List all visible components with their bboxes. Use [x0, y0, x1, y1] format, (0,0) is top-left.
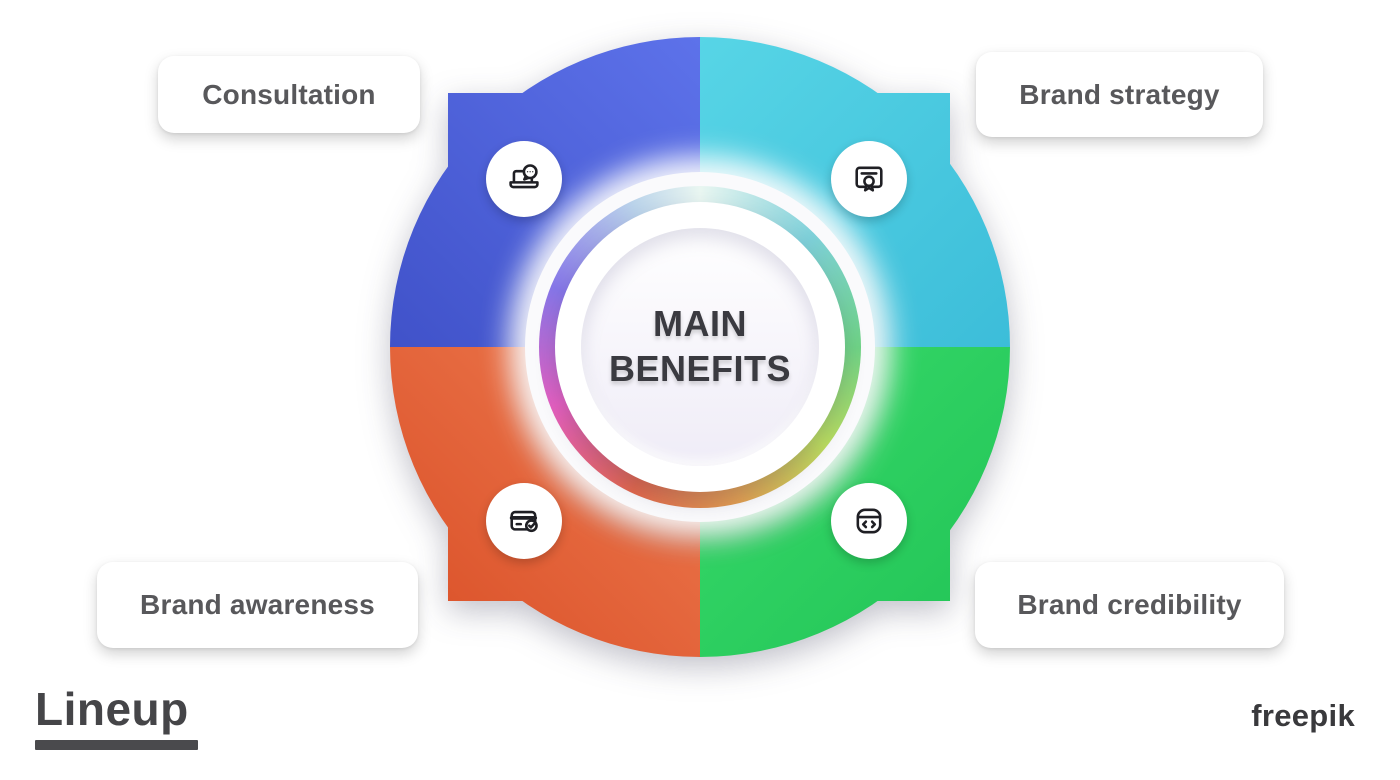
card-check-icon — [505, 502, 543, 540]
medallion-inner-circle: MAIN BENEFITS — [581, 228, 819, 466]
rainbow-ring: MAIN BENEFITS — [539, 186, 861, 508]
label-brand-strategy: Brand strategy — [1019, 78, 1220, 110]
brand-strategy-icon-badge — [831, 141, 907, 217]
medallion-white-ring: MAIN BENEFITS — [555, 202, 845, 492]
label-brand-credibility: Brand credibility — [1017, 589, 1242, 620]
brand-left-wordmark: Lineup — [35, 683, 189, 735]
label-card-brand-credibility: Brand credibility — [975, 562, 1284, 648]
center-title: MAIN BENEFITS — [609, 302, 791, 391]
center-title-line1: MAIN — [652, 303, 747, 345]
code-window-icon — [850, 502, 888, 540]
laptop-chat-icon — [505, 160, 543, 198]
center-medallion: MAIN BENEFITS — [525, 172, 875, 522]
consultation-icon-badge — [486, 141, 562, 217]
brand-credibility-icon-badge — [831, 483, 907, 559]
brand-logo-left: Lineup — [35, 686, 198, 750]
brand-awareness-icon-badge — [486, 483, 562, 559]
label-card-brand-awareness: Brand awareness — [97, 562, 418, 648]
center-title-line2: BENEFITS — [608, 348, 791, 389]
label-consultation: Consultation — [202, 78, 376, 110]
label-card-consultation: Consultation — [158, 56, 420, 133]
brand-logo-right: freepik — [1251, 698, 1355, 733]
label-brand-awareness: Brand awareness — [140, 589, 375, 620]
brand-left-tagline-bar — [35, 740, 198, 750]
certificate-icon — [850, 160, 888, 198]
label-card-brand-strategy: Brand strategy — [976, 52, 1263, 137]
